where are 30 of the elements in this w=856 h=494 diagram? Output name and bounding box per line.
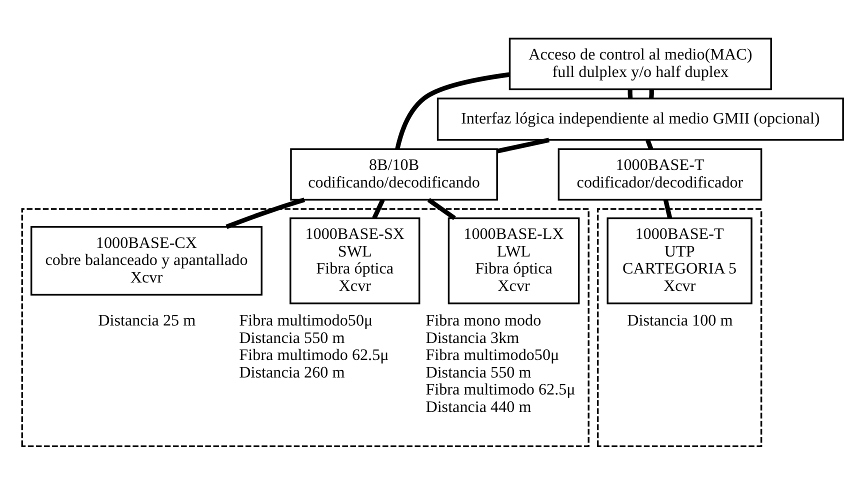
node-box: Acceso de control al medio(MAC) full dulplex y/o half duplex [508, 38, 772, 90]
connector [663, 199, 672, 219]
connector [496, 138, 550, 154]
connector [372, 198, 385, 220]
connector [649, 89, 654, 98]
connector [427, 198, 456, 220]
cluster [21, 208, 590, 448]
node-label: Fibra multimodo 62.5μ [426, 382, 576, 399]
node-label: Distancia 3km [426, 330, 520, 347]
node-label: Distancia 550 m [426, 364, 532, 382]
node-label: Fibra multimodo 62.5μ [239, 347, 389, 364]
node-label: Fibra multimodo50μ [426, 347, 560, 364]
node-label: Fibra mono modo [426, 312, 542, 330]
node-box: 8B/10B codificando/decodificando [290, 148, 498, 201]
node-box: 1000BASE-SX SWL Fibra óptica Xcvr [290, 217, 420, 304]
node-label: Fibra multimodo50μ [239, 312, 373, 330]
node-label: Distancia 260 m [239, 364, 345, 382]
node-label: Distancia 440 m [426, 398, 532, 416]
node-box: 1000BASE-CX cobre balanceado y apantallado Xcvr [30, 226, 262, 296]
node-box: 1000BASE-T codificador/decodificador [558, 148, 762, 201]
node-label: Distancia 550 m [239, 330, 345, 347]
node-box: 1000BASE-T UTP CARTEGORIA 5 Xcvr [606, 217, 752, 304]
node-box: 1000BASE-LX LWL Fibra óptica Xcvr [448, 217, 580, 304]
node-label: Distancia 100 m [627, 312, 733, 330]
connector [628, 89, 633, 98]
node-box: Interfaz lógica independiente al medio GMII (opcional) [436, 98, 844, 141]
connector [395, 72, 510, 150]
cluster [596, 208, 762, 448]
node-label: Distancia 25 m [98, 312, 196, 330]
connector [646, 139, 654, 150]
